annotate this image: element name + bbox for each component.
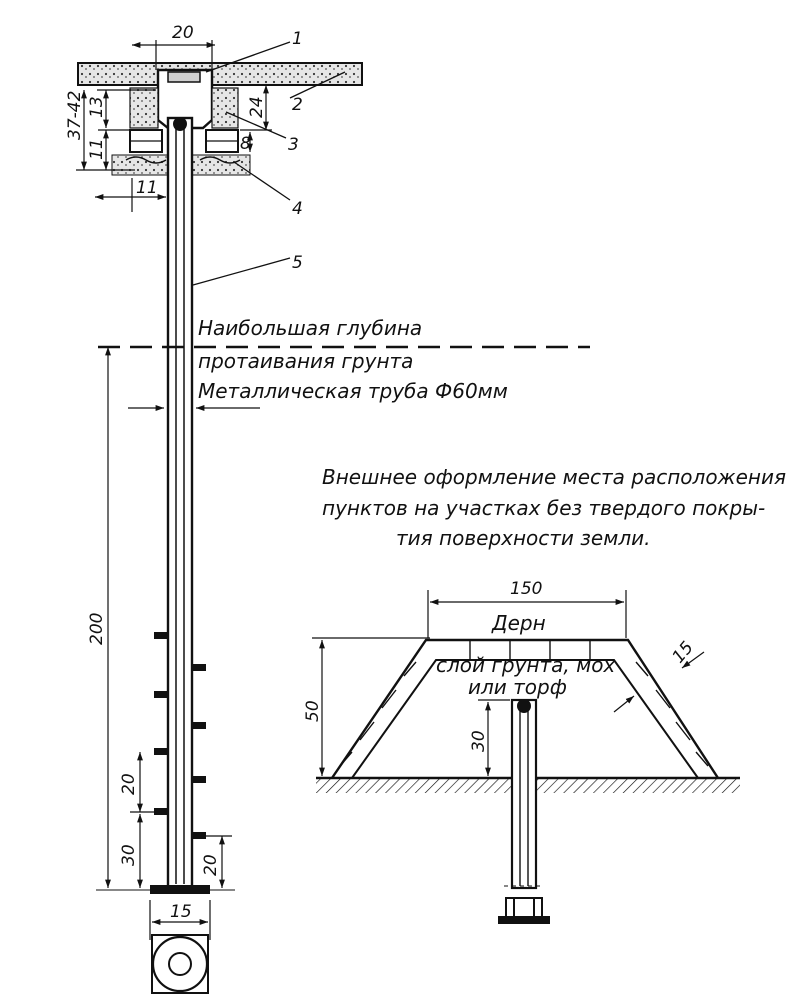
pipe-note: Металлическая труба Ф60мм [198, 379, 508, 403]
mound-dimension-lines [312, 590, 705, 776]
dim-slope-thickness: 15 [669, 638, 698, 667]
dim-base-height: 20 [201, 854, 221, 876]
mound-drawing: Внешнее оформление места расположения пу… [303, 465, 786, 924]
callout-5: 5 [292, 253, 303, 273]
dim-depth-range: 37-42 [65, 91, 85, 140]
dim-rung-spacing: 20 [119, 773, 139, 795]
pipe [166, 116, 194, 890]
callout-4: 4 [292, 199, 303, 219]
backfill-left [129, 87, 159, 129]
callout-3: 3 [288, 135, 299, 155]
turf-label: Дерн [491, 611, 546, 635]
mound-pipe [510, 698, 538, 890]
dim-inner-depth: 13 [87, 96, 107, 118]
dim-base-width: 15 [170, 902, 192, 922]
dim-mound-height: 50 [303, 700, 323, 722]
dim-cap-depth: 24 [247, 96, 267, 118]
surface-slab [77, 62, 363, 86]
mound-inner [351, 659, 699, 779]
callout-2: 2 [292, 95, 303, 115]
dim-total-depth: 200 [87, 613, 107, 645]
dim-block-height: 8 [240, 134, 251, 154]
soil-label-line-1: слой грунта, мох [436, 653, 615, 677]
frost-note-line-2: протаивания грунта [198, 349, 413, 373]
dim-top-width: 20 [172, 23, 194, 43]
frost-note-line-1: Наибольшая глубина [198, 316, 422, 340]
anchor-pins [154, 632, 206, 839]
callout-leaders [192, 41, 346, 286]
callout-1: 1 [292, 29, 303, 49]
mound-pipe-head [517, 699, 531, 713]
dimension-lines [76, 40, 272, 940]
mound-caption-line-3: тия поверхности земли. [396, 526, 650, 550]
mound-outer [331, 638, 720, 779]
dim-sand-width: 11 [136, 178, 158, 198]
pipe-head [173, 117, 187, 131]
backfill-right [211, 87, 239, 129]
main-drawing: 20 37-42 13 11 24 8 11 200 20 30 20 15 1… [65, 23, 590, 994]
mound-caption-line-1: Внешнее оформление места расположения [322, 465, 786, 489]
dim-mound-top-width: 150 [510, 579, 542, 599]
mound-pipe-base [505, 897, 543, 919]
cap-lid [167, 71, 201, 83]
dim-bottom-offset: 30 [119, 844, 139, 866]
dim-lower-offset: 11 [87, 138, 107, 160]
turf-segments [339, 640, 709, 767]
dim-pipe-depth: 30 [469, 730, 489, 752]
mound-caption-line-2: пунктов на участках без твердого покры- [322, 496, 765, 520]
base-plan-inner-ring [168, 952, 192, 976]
soil-label-line-2: или торф [468, 675, 567, 699]
